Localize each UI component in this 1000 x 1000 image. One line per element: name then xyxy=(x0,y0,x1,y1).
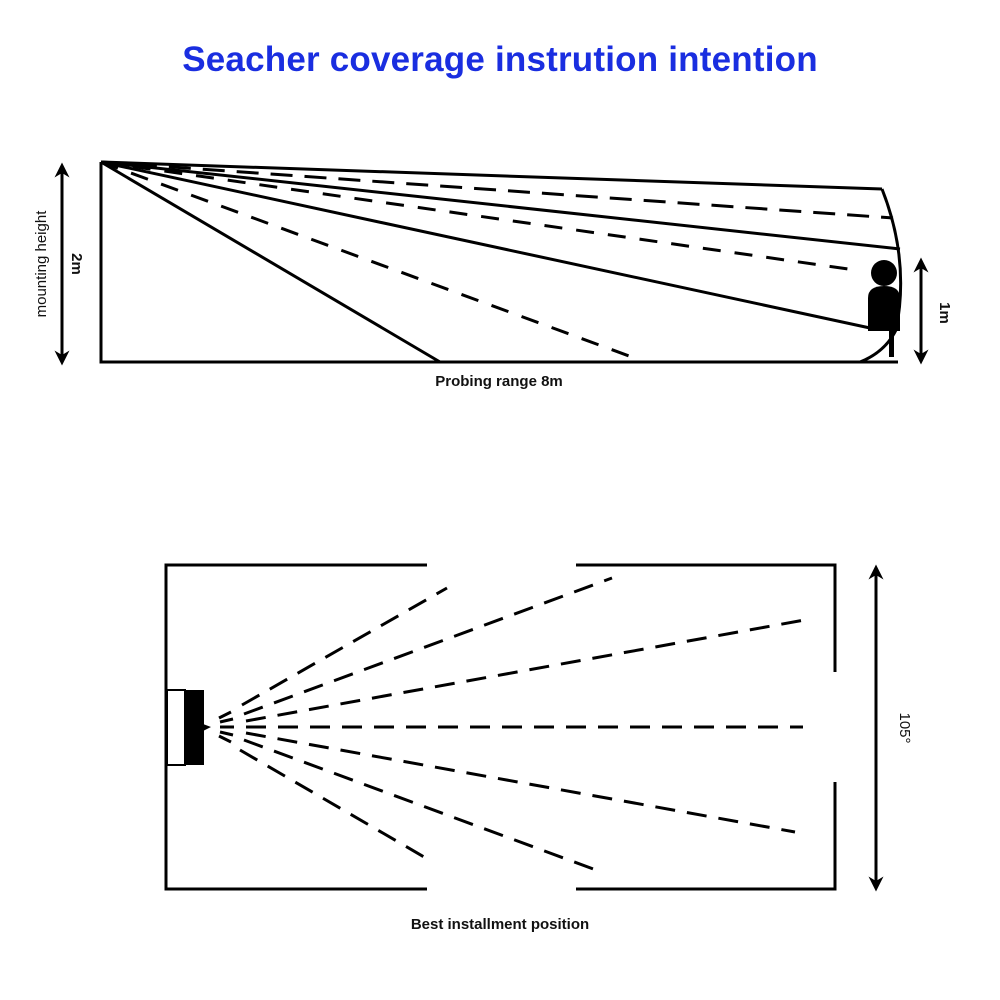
ray-2 xyxy=(243,576,613,716)
height-value-label: 2m xyxy=(68,253,85,275)
installation-caption: Best installment position xyxy=(411,916,589,933)
ray-1 xyxy=(241,586,448,707)
person-icon xyxy=(868,260,900,357)
probing-range-label: Probing range 8m xyxy=(435,373,563,390)
ray-6 xyxy=(243,738,597,872)
person-height-label: 1m xyxy=(936,302,953,324)
emission-fan-icon xyxy=(218,710,234,744)
beam-dashed-2 xyxy=(100,160,856,272)
beam-solid-top xyxy=(100,160,883,191)
mounting-height-label: mounting height xyxy=(33,210,50,318)
room-wall-right-top xyxy=(576,563,837,672)
beam-solid-2 xyxy=(100,160,901,251)
ray-3 xyxy=(245,617,811,723)
angle-label: 105° xyxy=(896,712,913,743)
beam-solid-bottom xyxy=(100,160,441,364)
top-view: 105° Best installment position xyxy=(164,563,913,933)
beam-dashed-1 xyxy=(100,160,894,220)
room-wall-right-bottom xyxy=(576,782,837,891)
side-view: mounting height 2m 1m Probing range 8m xyxy=(33,160,953,390)
wall-and-floor xyxy=(99,162,898,364)
page-title: Seacher coverage instrution intention xyxy=(182,40,818,79)
beam-solid-3 xyxy=(100,160,871,330)
ray-7 xyxy=(239,748,432,863)
sensor-device-icon xyxy=(166,689,211,766)
ray-5 xyxy=(245,731,796,834)
